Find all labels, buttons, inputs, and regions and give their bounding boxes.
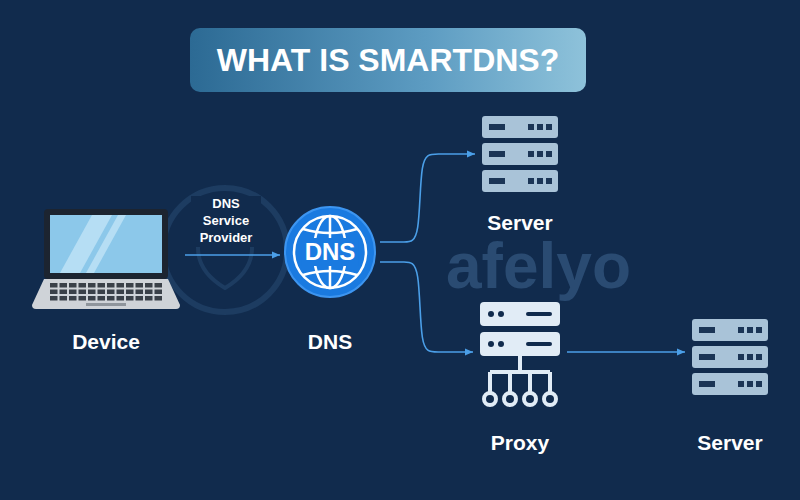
node-label: Server: [697, 430, 762, 455]
proxy-icon: [476, 300, 564, 410]
dns-node: DNS DNS: [283, 205, 377, 355]
connector-arrow: [567, 351, 685, 353]
icon-label: DNS: [302, 238, 359, 266]
node-label: DNS: [308, 329, 352, 354]
node-label: Server: [487, 210, 552, 235]
laptop-icon: [30, 205, 182, 313]
device-node: Device: [30, 205, 182, 355]
title: WHAT IS SMARTDNS?: [190, 28, 586, 92]
connector-arrow: [185, 254, 280, 256]
watermark-logo: [163, 188, 287, 312]
proxy-node: Proxy: [476, 300, 564, 455]
node-label: Device: [72, 329, 140, 354]
watermark: afelyo: [446, 234, 631, 298]
node-label: Proxy: [491, 430, 549, 455]
server-node: Server: [688, 315, 772, 455]
server-icon: [688, 315, 772, 399]
connector-arrow: [380, 154, 475, 242]
server-node: Server: [478, 112, 562, 237]
connector-label: DNS Service Provider: [191, 196, 261, 247]
server-icon: [478, 112, 562, 196]
title-banner: [190, 28, 586, 92]
